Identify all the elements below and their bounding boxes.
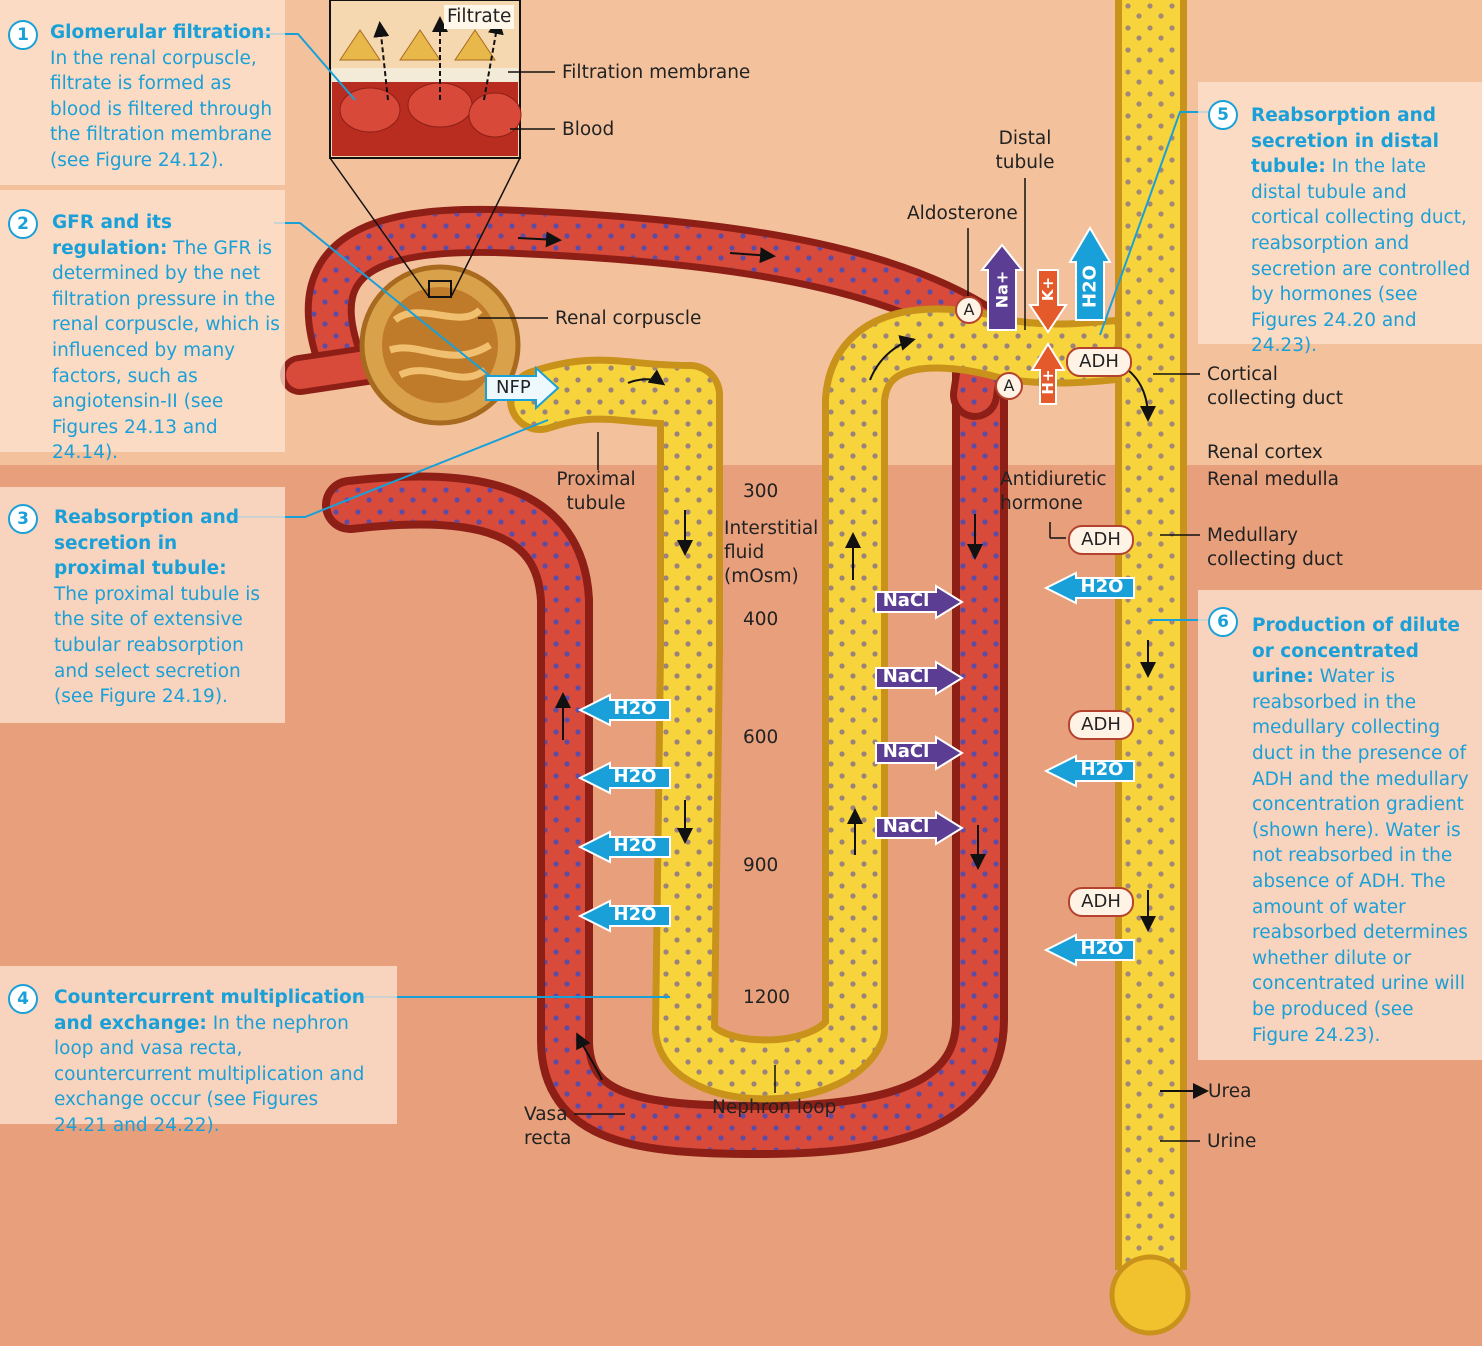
osmolarity-900: 900 bbox=[743, 855, 778, 876]
panel-text: In the late distal tubule and cortical c… bbox=[1251, 156, 1470, 356]
panel-text: The proximal tubule is the site of exten… bbox=[54, 584, 260, 707]
h2o-label: H2O bbox=[605, 698, 665, 719]
aldosterone-receptor-a: A bbox=[955, 296, 983, 324]
cortical-collecting-duct-label: Cortical collecting duct bbox=[1207, 363, 1357, 411]
proximal-tubule-label: Proximal tubule bbox=[551, 468, 641, 516]
step-number-1: 1 bbox=[8, 20, 38, 50]
h2o-label: H2O bbox=[1072, 938, 1132, 959]
h2o-label: H2O bbox=[1072, 576, 1132, 597]
osmolarity-1200: 1200 bbox=[743, 987, 790, 1008]
renal-cortex-label: Renal cortex bbox=[1207, 441, 1323, 465]
panel-glomerular-filtration: 1 Glomerular filtration: In the renal co… bbox=[0, 0, 285, 185]
osmolarity-300: 300 bbox=[743, 481, 778, 502]
panel-countercurrent: 4 Countercurrent multiplication and exch… bbox=[0, 966, 397, 1124]
panel-proximal-tubule: 3 Reabsorption and secretion in proximal… bbox=[0, 487, 285, 723]
renal-medulla-label: Renal medulla bbox=[1207, 468, 1339, 492]
step-number-2: 2 bbox=[8, 209, 38, 239]
collecting-duct bbox=[1112, 0, 1188, 1333]
vasa-recta-label: Vasa recta bbox=[524, 1103, 574, 1151]
aldosterone-receptor-a: A bbox=[995, 372, 1023, 400]
filtrate-label: Filtrate bbox=[444, 5, 514, 29]
nacl-label: NaCl bbox=[876, 741, 936, 762]
medullary-collecting-duct-label: Medullary collecting duct bbox=[1207, 524, 1357, 572]
distal-tubule-label: Distal tubule bbox=[990, 127, 1060, 175]
adh-tag: ADH bbox=[1068, 525, 1134, 555]
panel-title: GFR and its regulation: bbox=[52, 212, 172, 259]
step-number-6: 6 bbox=[1208, 607, 1238, 637]
filtration-membrane-label: Filtration membrane bbox=[562, 61, 750, 85]
nfp-label: NFP bbox=[496, 376, 531, 400]
step-number-4: 4 bbox=[8, 984, 38, 1014]
nacl-label: NaCl bbox=[876, 816, 936, 837]
panel-text: In the renal corpuscle, filtrate is form… bbox=[50, 48, 272, 171]
osmolarity-600: 600 bbox=[743, 727, 778, 748]
step-number-3: 3 bbox=[8, 504, 38, 534]
nephron-loop-label: Nephron loop bbox=[712, 1096, 836, 1120]
urea-label: Urea bbox=[1208, 1080, 1251, 1104]
nacl-label: NaCl bbox=[876, 590, 936, 611]
adh-tag: ADH bbox=[1066, 347, 1132, 377]
panel-distal-tubule: 5 Reabsorption and secretion in distal t… bbox=[1198, 82, 1482, 344]
antidiuretic-hormone-label: Antidiuretic hormone bbox=[1000, 468, 1120, 516]
interstitial-fluid-label: Interstitial fluid (mOsm) bbox=[724, 517, 824, 589]
h2o-label: H2O bbox=[1080, 255, 1101, 319]
panel-text: The GFR is determined by the net filtrat… bbox=[52, 238, 280, 464]
osmolarity-400: 400 bbox=[743, 609, 778, 630]
aldosterone-label: Aldosterone bbox=[907, 202, 1018, 226]
panel-title: Reabsorption and secretion in proximal t… bbox=[54, 507, 239, 579]
blood-label: Blood bbox=[562, 118, 614, 142]
panel-gfr-regulation: 2 GFR and its regulation: The GFR is det… bbox=[0, 190, 285, 452]
renal-corpuscle-label: Renal corpuscle bbox=[555, 307, 701, 331]
k-label: K+ bbox=[1039, 267, 1057, 311]
urine-label: Urine bbox=[1207, 1130, 1256, 1154]
nacl-label: NaCl bbox=[876, 666, 936, 687]
h-label: H+ bbox=[1039, 360, 1057, 404]
panel-title: Glomerular filtration: bbox=[50, 22, 272, 43]
na-label: Na+ bbox=[993, 262, 1012, 318]
adh-tag: ADH bbox=[1068, 887, 1134, 917]
panel-text: Water is reabsorbed in the medullary col… bbox=[1252, 666, 1469, 1045]
step-number-5: 5 bbox=[1208, 100, 1238, 130]
h2o-label: H2O bbox=[1072, 759, 1132, 780]
adh-tag: ADH bbox=[1068, 710, 1134, 740]
h2o-label: H2O bbox=[605, 766, 665, 787]
h2o-label: H2O bbox=[605, 835, 665, 856]
panel-urine-production: 6 Production of dilute or concentrated u… bbox=[1198, 590, 1482, 1060]
nacl-arrows bbox=[876, 586, 962, 844]
h2o-label: H2O bbox=[605, 904, 665, 925]
